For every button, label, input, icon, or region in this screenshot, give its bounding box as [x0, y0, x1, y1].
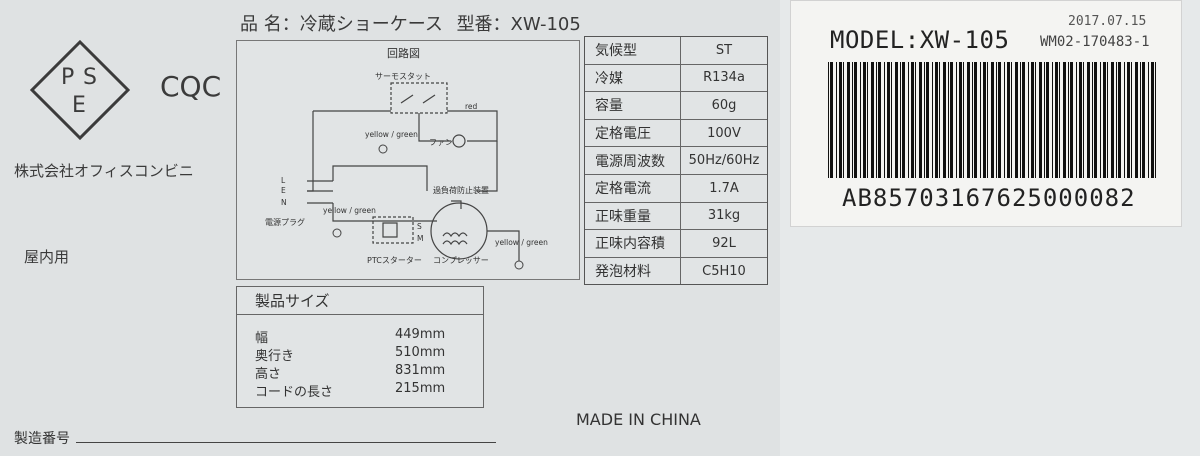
pse-logo-icon: P S E [30, 40, 130, 140]
pse-letter-s: S [83, 65, 97, 90]
label-s: S [417, 222, 422, 231]
spec-value: 31kg [707, 208, 741, 224]
pse-letter-p: P [61, 65, 74, 90]
label-fan: ファン [429, 138, 453, 147]
label-n: N [281, 198, 287, 207]
spec-row: 定格電圧 100V [585, 119, 767, 148]
barcode-icon [828, 62, 1156, 178]
spec-row: 気候型 ST [585, 37, 767, 65]
cqc-logo: CQC [160, 70, 222, 103]
spec-row: 電源周波数 50Hz/60Hz [585, 147, 767, 175]
circuit-wiring: サーモスタット red yellow / green ファン L E N 電源プ… [265, 72, 548, 270]
spec-value: C5H10 [702, 263, 746, 279]
serial-label: 製造番号 [14, 431, 70, 447]
spec-row: 正味重量 31kg [585, 202, 767, 231]
product-header: 品 名：冷蔵ショーケース 型番：XW-105 [240, 10, 589, 36]
barcode-number: AB8570316762500008​2 [842, 184, 1136, 212]
spec-key: 定格電圧 [585, 119, 681, 147]
spec-value: 50Hz/60Hz [688, 153, 760, 169]
size-table-title: 製品サイズ [237, 287, 483, 315]
spec-key: 冷媒 [585, 64, 681, 92]
spec-row: 発泡材料 C5H10 [585, 257, 767, 285]
made-in-label: MADE IN CHINA [576, 410, 701, 429]
label-yg-1: yellow / green [365, 130, 418, 139]
spec-value: 100V [707, 125, 741, 141]
label-yg-2: yellow / green [323, 206, 376, 215]
spec-key: 定格電流 [585, 174, 681, 202]
ground-icon [332, 228, 342, 238]
ground-icon [514, 260, 524, 270]
spec-key: 電源周波数 [585, 147, 681, 174]
circuit-diagram-title: 回路図 [387, 47, 420, 60]
spec-value: ST [715, 42, 733, 58]
spec-table: 気候型 ST 冷媒 R134a 容量 60g 定格電圧 100V 電源周波数 50Hz/60Hz 定… [584, 36, 768, 286]
label-ptc: PTCスターター [367, 256, 422, 265]
label-thermostat: サーモスタット [375, 72, 431, 81]
pse-letter-e: E [72, 93, 86, 118]
label-e: E [281, 186, 286, 195]
serial-underline [76, 442, 496, 443]
spec-row: 容量 60g [585, 92, 767, 120]
spec-row: 正味内容積 92L [585, 230, 767, 258]
product-name: 品 名：冷蔵ショーケース [240, 14, 443, 35]
spec-value: 92L [712, 235, 736, 251]
label-red: red [465, 102, 478, 111]
label-overload: 過負荷防止装置 [433, 185, 489, 195]
fan-icon [452, 134, 466, 148]
rating-plate: 品 名：冷蔵ショーケース 型番：XW-105 P S E CQC 株式会社オフィ… [0, 0, 780, 456]
spec-key: 容量 [585, 92, 681, 119]
spec-row: 冷媒 R134a [585, 64, 767, 93]
label-yg-3: yellow / green [495, 238, 548, 247]
indoor-use-label: 屋内用 [24, 248, 70, 266]
circuit-diagram: 回路図 [236, 40, 580, 280]
label-l: L [281, 176, 286, 185]
spec-row: 定格電流 1.7A [585, 174, 767, 203]
spec-value: R134a [703, 70, 745, 86]
label-compressor: コンプレッサー [433, 256, 489, 265]
sticker-date: 2017.07.15 [1068, 14, 1147, 29]
product-model: 型番：XW-105 [456, 14, 581, 35]
sticker-lot: WM02-170483-1 [1040, 34, 1150, 50]
label-m: M [417, 234, 423, 243]
ground-icon [378, 144, 388, 154]
sticker-model: MODEL:XW-105 [830, 26, 1010, 54]
spec-key: 正味重量 [585, 202, 681, 230]
spec-key: 発泡材料 [585, 257, 681, 285]
spec-key: 正味内容積 [585, 230, 681, 257]
label-plug: 電源プラグ [265, 217, 305, 227]
spec-key: 気候型 [585, 37, 681, 64]
company-name: 株式会社オフィスコンビニ [14, 162, 194, 180]
spec-value: 1.7A [709, 180, 739, 196]
spec-value: 60g [711, 97, 737, 113]
